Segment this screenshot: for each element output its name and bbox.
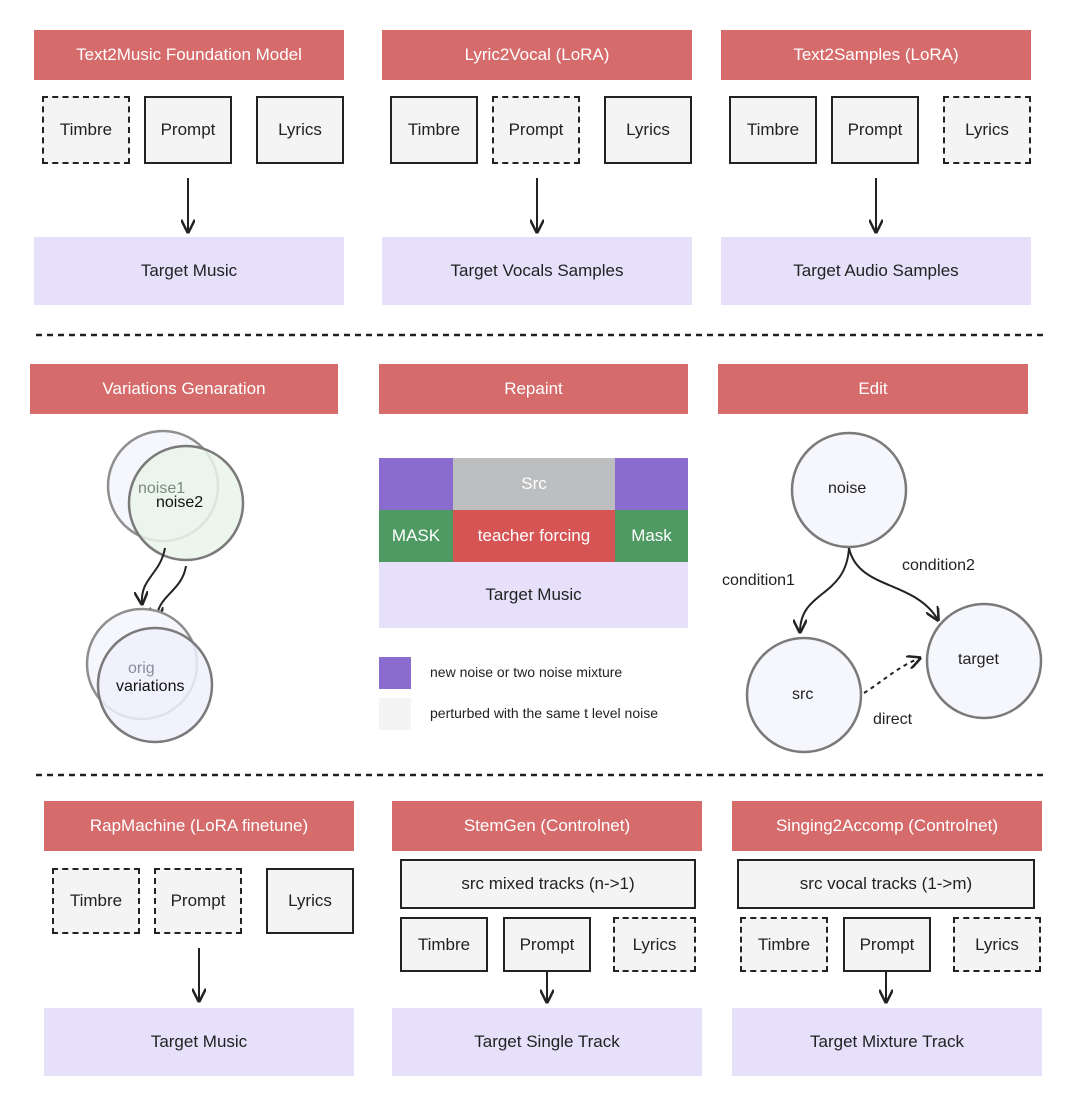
edit-target-circle	[925, 602, 1043, 720]
singing2accomp-lyrics-box: Lyrics	[953, 917, 1041, 972]
rapmachine-target: Target Music	[44, 1008, 354, 1076]
noise2-circle	[127, 444, 245, 562]
variations-label: variations	[116, 678, 185, 695]
rapmachine-lyrics-box: Lyrics	[266, 868, 354, 934]
edit-condition1-label: condition1	[722, 572, 795, 589]
singing2accomp-prompt-box: Prompt	[843, 917, 931, 972]
text2music-title: Text2Music Foundation Model	[34, 30, 344, 80]
edit-target-label: target	[958, 651, 999, 668]
text2samples-target: Target Audio Samples	[721, 237, 1031, 305]
lyric2vocal-title: Lyric2Vocal (LoRA)	[382, 30, 692, 80]
lyric2vocal-timbre-box: Timbre	[390, 96, 478, 164]
legend-perturbed-swatch	[379, 698, 411, 730]
edit-src-circle	[745, 636, 863, 754]
lyric2vocal-prompt-box: Prompt	[492, 96, 580, 164]
singing2accomp-title: Singing2Accomp (Controlnet)	[732, 801, 1042, 851]
singing2accomp-target: Target Mixture Track	[732, 1008, 1042, 1076]
text2samples-prompt-box: Prompt	[831, 96, 919, 164]
stemgen-prompt-box: Prompt	[503, 917, 591, 972]
lyric2vocal-lyrics-box: Lyrics	[604, 96, 692, 164]
repaint-noise-right	[615, 458, 688, 510]
edit-condition2-arrow	[848, 547, 938, 620]
edit-direct-arrow	[863, 658, 920, 694]
singing2accomp-src-box: src vocal tracks (1->m)	[737, 859, 1035, 909]
repaint-target: Target Music	[379, 562, 688, 628]
repaint-teacher-forcing: teacher forcing	[453, 510, 615, 562]
variations-arrow-1	[142, 547, 166, 604]
repaint-title: Repaint	[379, 364, 688, 414]
edit-condition1-arrow	[800, 547, 850, 632]
noise2-label: noise2	[156, 494, 204, 511]
rapmachine-prompt-box: Prompt	[154, 868, 242, 934]
stemgen-timbre-box: Timbre	[400, 917, 488, 972]
rapmachine-title: RapMachine (LoRA finetune)	[44, 801, 354, 851]
noise1-label: noise1	[138, 480, 186, 497]
text2music-lyrics-box: Lyrics	[256, 96, 344, 164]
legend-noise-label: new noise or two noise mixture	[430, 664, 623, 680]
edit-src-label: src	[792, 686, 814, 703]
edit-title: Edit	[718, 364, 1028, 414]
text2music-prompt-box: Prompt	[144, 96, 232, 164]
singing2accomp-timbre-box: Timbre	[740, 917, 828, 972]
edit-noise-circle	[790, 431, 908, 549]
variations-circle	[96, 626, 214, 744]
text2music-target: Target Music	[34, 237, 344, 305]
stemgen-src-box: src mixed tracks (n->1)	[400, 859, 696, 909]
text2music-timbre-box: Timbre	[42, 96, 130, 164]
legend-perturbed-label: perturbed with the same t level noise	[430, 705, 659, 721]
lyric2vocal-target: Target Vocals Samples	[382, 237, 692, 305]
text2samples-title: Text2Samples (LoRA)	[721, 30, 1031, 80]
repaint-mask-right: Mask	[615, 510, 688, 562]
text2samples-lyrics-box: Lyrics	[943, 96, 1031, 164]
stemgen-target: Target Single Track	[392, 1008, 702, 1076]
repaint-src: Src	[453, 458, 615, 510]
orig-label: orig	[128, 660, 155, 677]
legend-noise-swatch	[379, 657, 411, 689]
repaint-noise-left	[379, 458, 453, 510]
edit-noise-label: noise	[828, 480, 867, 497]
edit-condition2-label: condition2	[902, 557, 975, 574]
edit-direct-label: direct	[873, 711, 913, 728]
rapmachine-timbre-box: Timbre	[52, 868, 140, 934]
text2samples-timbre-box: Timbre	[729, 96, 817, 164]
stemgen-title: StemGen (Controlnet)	[392, 801, 702, 851]
repaint-mask-left: MASK	[379, 510, 453, 562]
stemgen-lyrics-box: Lyrics	[613, 917, 696, 972]
variations-title: Variations Genaration	[30, 364, 338, 414]
